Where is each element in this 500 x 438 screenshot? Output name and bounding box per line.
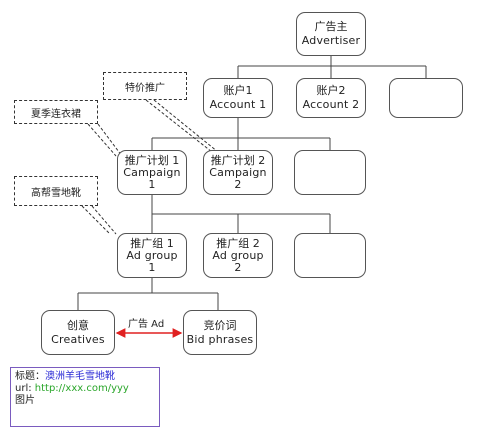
ad-image-row: 图片 <box>15 395 155 407</box>
bid-phrases-en: Bid phrases <box>186 332 254 346</box>
account-2-en: Account 2 <box>302 98 360 111</box>
account-1-zh: 账户1 <box>223 84 253 97</box>
ad-group-1-node: 推广组 1 Ad group 1 <box>117 233 187 278</box>
tree-edge-campaign1-adgroups <box>151 195 331 233</box>
ad-image-label: 图片 <box>15 395 35 406</box>
advertiser-en: Advertiser <box>301 34 361 47</box>
ad-info-box: 标题：澳洲羊毛雪地靴 url: http://xxx.com/yyy 图片 <box>10 367 160 427</box>
ad-group-2-en: Ad group <box>212 248 264 262</box>
campaign-1-node: 推广计划 1 Campaign 1 <box>117 150 187 195</box>
campaign-2-zh: 推广计划 2 <box>210 153 266 167</box>
ad-title-row: 标题：澳洲羊毛雪地靴 <box>15 371 155 383</box>
ad-group-2-number: 2 <box>234 260 242 274</box>
callout-pointer-summer-dress <box>87 123 117 157</box>
callout-pointer-summer-dress-2 <box>97 123 123 157</box>
callout-summer-dress: 夏季连衣裙 <box>14 100 98 124</box>
ad-url-value: http://xxx.com/yyy <box>34 383 129 394</box>
callout-pointer-snow-boots <box>81 205 111 235</box>
callout-special-offer: 特价推广 <box>103 72 187 100</box>
ad-title-label: 标题： <box>15 371 45 382</box>
campaign-empty-node <box>294 150 366 195</box>
callout-snow-boots: 高帮雪地靴 <box>14 176 98 206</box>
campaign-2-node: 推广计划 2 Campaign 2 <box>203 150 273 195</box>
creatives-zh: 创意 <box>67 318 89 332</box>
ad-group-1-zh: 推广组 1 <box>130 236 174 250</box>
advertiser-node: 广告主 Advertiser <box>296 12 366 56</box>
creatives-node: 创意 Creatives <box>41 310 115 355</box>
account-1-en: Account 1 <box>209 98 267 111</box>
callout-pointer-special-offer-2 <box>153 99 219 153</box>
account-2-zh: 账户2 <box>316 84 346 97</box>
campaign-1-en: Campaign <box>123 165 181 179</box>
campaign-1-zh: 推广计划 1 <box>124 153 180 167</box>
campaign-2-en: Campaign <box>209 165 267 179</box>
account-1-node: 账户1 Account 1 <box>203 78 273 118</box>
ad-title-value: 澳洲羊毛雪地靴 <box>45 371 115 382</box>
callout-pointer-special-offer <box>145 99 213 153</box>
ad-url-row: url: http://xxx.com/yyy <box>15 383 155 395</box>
ad-group-empty-node <box>294 233 366 278</box>
bid-phrases-node: 竞价词 Bid phrases <box>183 310 257 355</box>
tree-edge-advertiser-accounts <box>237 56 427 78</box>
bid-phrases-zh: 竞价词 <box>203 318 237 332</box>
ad-group-1-en: Ad group <box>126 248 178 262</box>
ad-url-label: url: <box>15 383 35 394</box>
tree-edge-account1-campaigns <box>151 118 331 150</box>
tree-edge-adgroup1-leaves <box>77 278 219 310</box>
ad-group-2-zh: 推广组 2 <box>216 236 260 250</box>
advertiser-zh: 广告主 <box>314 20 348 33</box>
ad-group-1-number: 1 <box>148 260 156 274</box>
campaign-1-number: 1 <box>148 177 156 191</box>
campaign-2-number: 2 <box>234 177 242 191</box>
ad-edge-label: 广告 Ad <box>128 319 165 330</box>
account-empty-node <box>389 78 463 118</box>
callout-pointer-snow-boots-2 <box>91 205 117 235</box>
creatives-en: Creatives <box>51 332 105 346</box>
ad-group-2-node: 推广组 2 Ad group 2 <box>203 233 273 278</box>
account-2-node: 账户2 Account 2 <box>296 78 366 118</box>
